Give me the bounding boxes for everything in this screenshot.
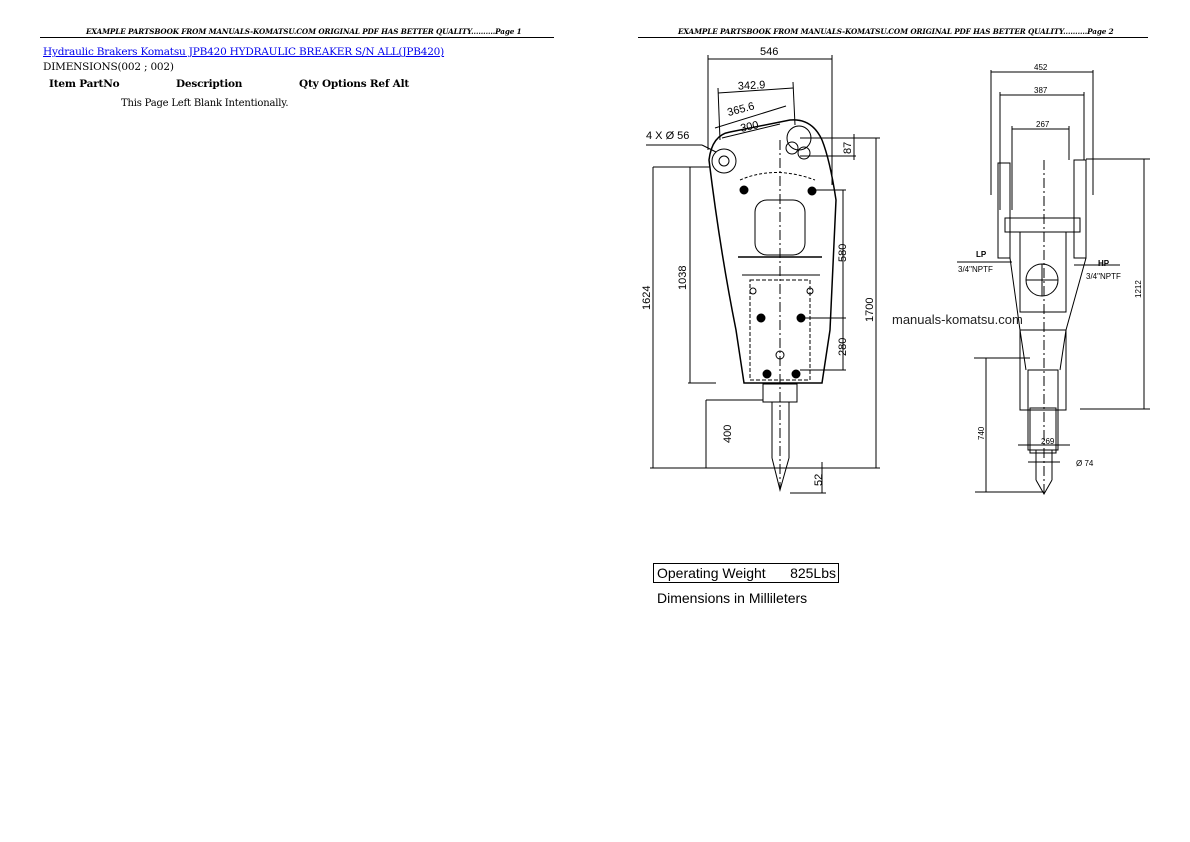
dim-52: 52 [813,474,825,486]
dim-269: 269 [1041,437,1055,446]
dim-1624: 1624 [641,286,653,310]
section-subtitle: DIMENSIONS(002 ; 002) [43,61,174,73]
hp-label: HP [1098,259,1110,268]
page-1: EXAMPLE PARTSBOOK FROM MANUALS-KOMATSU.C… [40,27,554,109]
dim-280: 280 [837,338,849,356]
blank-page-note: This Page Left Blank Intentionally. [121,98,289,109]
dim-tool-dia: Ø 74 [1076,459,1094,468]
page-header: EXAMPLE PARTSBOOK FROM MANUALS-KOMATSU.C… [86,27,522,36]
dim-580: 580 [837,244,849,262]
dim-740: 740 [977,426,986,440]
dim-546: 546 [760,46,778,58]
operating-weight-box: Operating Weight 825Lbs [653,563,839,583]
dim-4x56: 4 X Ø 56 [646,130,689,142]
header-rule [40,37,554,38]
lp-label: LP [976,250,987,259]
column-header-qty-options: Qty Options Ref Alt [299,78,410,90]
column-header-item-partno: Item PartNo [49,78,120,90]
dim-1212: 1212 [1134,280,1143,298]
dim-452: 452 [1034,63,1048,72]
dim-87: 87 [842,142,854,154]
dim-1038: 1038 [677,266,689,290]
dim-400: 400 [722,425,734,443]
lp-thread: 3/4"NPTF [958,265,993,274]
dim-342-9: 342.9 [738,79,766,92]
breaker-title-link[interactable]: Hydraulic Brakers Komatsu JPB420 HYDRAUL… [43,46,445,58]
weight-value: 825Lbs [790,565,836,581]
column-header-description: Description [176,78,243,90]
weight-label: Operating Weight [657,565,766,581]
header-rule [638,37,1148,38]
page-header: EXAMPLE PARTSBOOK FROM MANUALS-KOMATSU.C… [678,27,1114,36]
page-2: EXAMPLE PARTSBOOK FROM MANUALS-KOMATSU.C… [595,0,1190,842]
dim-387: 387 [1034,86,1048,95]
units-note: Dimensions in Millileters [657,590,808,604]
dim-300: 300 [739,119,759,135]
hp-thread: 3/4"NPTF [1086,272,1121,281]
watermark: manuals-komatsu.com [892,312,1023,327]
dim-365-6: 365.6 [726,100,756,119]
dim-1700: 1700 [864,298,876,322]
dim-267: 267 [1036,120,1050,129]
